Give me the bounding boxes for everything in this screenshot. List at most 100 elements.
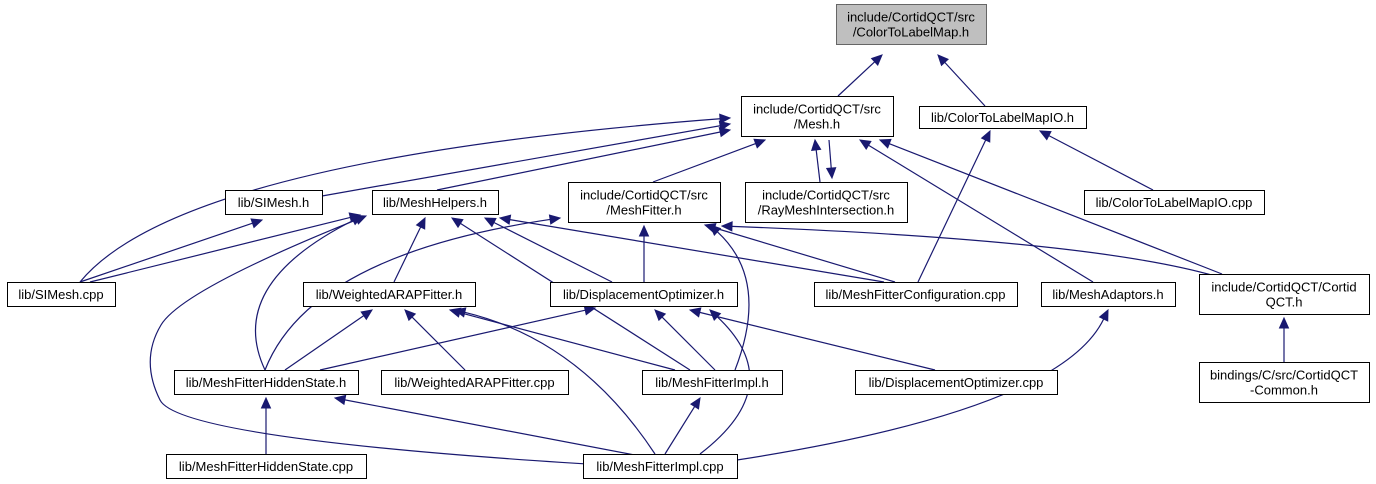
node-box[interactable] (1084, 190, 1265, 215)
edge-line (716, 231, 750, 371)
node-label: include/CortidQCT/Cortid (1211, 280, 1356, 295)
node-box[interactable] (583, 454, 738, 479)
node-label: /Mesh.h (794, 117, 840, 132)
node-cortidqct-common-h[interactable]: bindings/C/src/CortidQCT-Common.h (1199, 362, 1370, 403)
edge-arrowhead (870, 54, 883, 67)
edge-meshfitter_h-to-mesh_h (652, 138, 767, 183)
node-label: include/CortidQCT/src (762, 188, 890, 203)
node-box[interactable] (745, 182, 908, 223)
node-box[interactable] (174, 370, 359, 395)
edge-raymeshintersection_h-to-mesh_h (811, 138, 822, 183)
node-colortolabelmapio-cpp[interactable]: lib/ColorToLabelMapIO.cpp (1084, 190, 1265, 215)
edge-arrowhead (333, 394, 347, 406)
node-meshfitter-h[interactable]: include/CortidQCT/src/MeshFitter.h (568, 182, 721, 223)
node-box[interactable] (1199, 362, 1370, 403)
edge-meshfitterhiddenstate_cpp-to-meshfitterhiddenstate_h (260, 396, 272, 454)
edge-arrowhead (980, 129, 991, 143)
edge-arrowhead (1098, 308, 1109, 322)
node-meshfitterconfiguration-cpp[interactable]: lib/MeshFitterConfiguration.cpp (814, 282, 1018, 307)
edge-line (868, 144, 1094, 283)
node-box[interactable] (1041, 282, 1176, 307)
edge-meshfitterhiddenstate_h-to-displacementoptimizer_h (319, 305, 597, 371)
edge-line (699, 311, 936, 371)
node-raymeshintersection-h[interactable]: include/CortidQCT/src/RayMeshIntersectio… (745, 182, 908, 223)
node-label: lib/SIMesh.cpp (18, 287, 103, 302)
node-box[interactable] (372, 190, 499, 215)
edge-arrowhead (720, 221, 733, 232)
edge-colortolabelmapio_h-to-colortolabelmap_h (937, 54, 986, 107)
node-meshfitterhiddenstate-cpp[interactable]: lib/MeshFitterHiddenState.cpp (166, 454, 367, 479)
node-box[interactable] (642, 370, 783, 395)
node-mesh-h[interactable]: include/CortidQCT/src/Mesh.h (741, 96, 894, 137)
node-label: include/CortidQCT/src (580, 188, 708, 203)
node-label: lib/ColorToLabelMapIO.h (931, 110, 1074, 125)
edge-line (664, 406, 696, 455)
edge-meshfitterconfiguration_cpp-to-meshhelpers_h (498, 214, 885, 283)
node-box[interactable] (919, 106, 1087, 129)
edge-meshadaptors_h-to-mesh_h (858, 139, 1094, 283)
node-box[interactable] (855, 370, 1058, 395)
edge-simesh_cpp-to-mesh_h (79, 113, 732, 283)
node-label: lib/ColorToLabelMapIO.cpp (1096, 195, 1253, 210)
node-displacementoptimizer-h[interactable]: lib/DisplacementOptimizer.h (550, 282, 738, 307)
edge-line (493, 221, 613, 283)
edge-meshfitterimpl_h-to-displacementoptimizer_h (654, 309, 716, 371)
node-box[interactable] (381, 370, 569, 395)
edge-arrowhead (404, 309, 417, 322)
node-label: lib/MeshFitterConfiguration.cpp (826, 287, 1006, 302)
node-box[interactable] (1199, 274, 1370, 315)
edge-displacementoptimizer_h-to-meshhelpers_h (483, 217, 613, 283)
edge-arrowhead (583, 305, 597, 316)
node-displacementoptimizer-cpp[interactable]: lib/DisplacementOptimizer.cpp (855, 370, 1058, 395)
node-box[interactable] (741, 96, 894, 137)
node-label: lib/WeightedARAPFitter.cpp (394, 375, 554, 390)
node-box[interactable] (814, 282, 1018, 307)
edge-arrowhead (1038, 130, 1052, 141)
node-weightedarapfitter-cpp[interactable]: lib/WeightedARAPFitter.cpp (381, 370, 569, 395)
edge-arrowhead (498, 214, 512, 225)
edge-line (889, 143, 1223, 275)
node-meshhelpers-h[interactable]: lib/MeshHelpers.h (372, 190, 499, 215)
edge-arrowhead (858, 139, 872, 150)
edge-line (464, 311, 656, 455)
edge-arrowhead (688, 307, 702, 318)
node-weightedarapfitter-h[interactable]: lib/WeightedARAPFitter.h (303, 282, 476, 307)
edge-line (284, 315, 365, 371)
edge-line (736, 318, 1105, 461)
edge-line (344, 399, 641, 457)
edge-arrowhead (1278, 316, 1290, 329)
edge-arrowhead (548, 214, 562, 225)
node-box[interactable] (836, 4, 987, 45)
node-label: lib/SIMesh.h (238, 195, 310, 210)
edge-line (815, 149, 821, 183)
edge-arrowhead (250, 218, 264, 229)
edge-line (837, 61, 876, 97)
edge-meshfitterimpl_cpp-to-meshfitterhiddenstate_h (333, 394, 641, 457)
node-meshfitterimpl-cpp[interactable]: lib/MeshFitterImpl.cpp (583, 454, 738, 479)
edge-line (255, 219, 354, 371)
node-simesh-cpp[interactable]: lib/SIMesh.cpp (7, 282, 116, 307)
edge-arrowhead (453, 307, 467, 318)
node-meshadaptors-h[interactable]: lib/MeshAdaptors.h (1041, 282, 1176, 307)
node-box[interactable] (166, 454, 367, 479)
edge-arrowhead (415, 216, 426, 230)
edge-line (714, 227, 896, 283)
node-simesh-h[interactable]: lib/SIMesh.h (225, 190, 323, 215)
edge-line (79, 118, 721, 283)
node-box[interactable] (550, 282, 738, 307)
edge-displacementoptimizer_cpp-to-displacementoptimizer_h (688, 307, 936, 371)
node-meshfitterimpl-h[interactable]: lib/MeshFitterImpl.h (642, 370, 783, 395)
node-box[interactable] (568, 182, 721, 223)
node-box[interactable] (303, 282, 476, 307)
node-label: bindings/C/src/CortidQCT (1210, 368, 1358, 383)
edge-meshfitterimpl_cpp-to-meshfitterimpl_h (664, 396, 701, 455)
edge-displacementoptimizer_h-to-meshfitter_h (638, 224, 650, 282)
node-cortidqct-h[interactable]: include/CortidQCT/CortidQCT.h (1199, 274, 1370, 315)
node-meshfitterhiddenstate-h[interactable]: lib/MeshFitterHiddenState.h (174, 370, 359, 395)
node-box[interactable] (7, 282, 116, 307)
node-colortolabelmap-h[interactable]: include/CortidQCT/src/ColorToLabelMap.h (836, 4, 987, 45)
node-colortolabelmapio-h[interactable]: lib/ColorToLabelMapIO.h (919, 106, 1087, 129)
node-box[interactable] (225, 190, 323, 215)
node-label: lib/DisplacementOptimizer.h (563, 287, 724, 302)
node-label: /RayMeshIntersection.h (758, 203, 895, 218)
